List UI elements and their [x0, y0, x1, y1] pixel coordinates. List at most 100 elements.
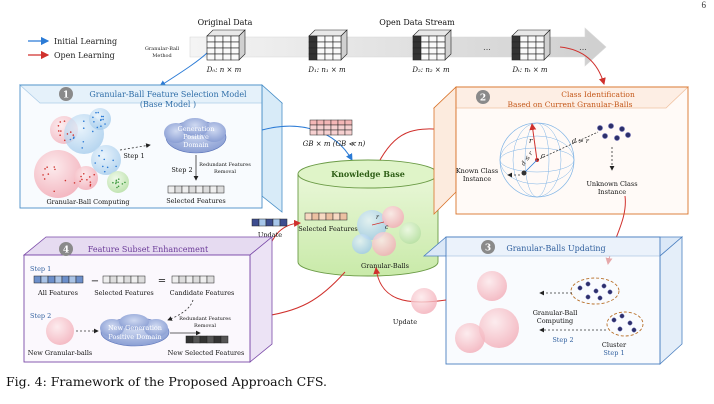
cube-cell	[316, 35, 326, 43]
box-1-positive-domain-cloud	[164, 118, 227, 154]
gb-point	[82, 127, 85, 129]
feature-cell	[181, 185, 190, 194]
matrix-cell	[316, 124, 325, 131]
cube-cell	[324, 47, 334, 55]
cube-cell	[316, 41, 326, 49]
gb-point	[100, 115, 103, 118]
gb-point	[103, 158, 106, 161]
cube-cell	[436, 41, 446, 49]
box-1-cloud-line3: Domain	[183, 141, 208, 149]
box-4-step2-label: Step 2	[30, 312, 51, 320]
feature-cell	[61, 275, 70, 284]
cube-cell	[511, 41, 521, 49]
box-2-front-face	[455, 86, 689, 215]
box-1-side-face	[261, 84, 283, 213]
feature-cell	[199, 275, 208, 284]
cube-cell	[214, 35, 224, 43]
gb-point	[82, 172, 85, 175]
box-3-gb-computing-line2: Computing	[537, 317, 573, 325]
box-1-subtitle: (Base Model )	[140, 100, 196, 109]
box-4-number: 4	[63, 246, 69, 256]
feature-cell	[75, 275, 84, 284]
matrix-cell	[309, 129, 318, 136]
feature-cell	[251, 218, 260, 227]
cube-cell	[332, 53, 342, 61]
gb-point	[121, 183, 124, 185]
matrix-cell	[330, 129, 339, 136]
cube-cell	[412, 53, 422, 61]
box-4-all-features-bar	[33, 275, 84, 284]
box-3-granular-balls-updating: 3 Granular-Balls Updating Granular-Ball …	[422, 236, 684, 365]
cluster-point	[631, 327, 637, 333]
feature-cell	[171, 275, 180, 284]
gb-point	[115, 165, 117, 168]
gb-point	[94, 162, 97, 164]
kb-c-label: c	[385, 224, 389, 231]
box-2-unknown-line1: Unknown Class	[586, 180, 637, 188]
matrix-cell	[337, 129, 346, 136]
gb-point	[96, 126, 99, 129]
cube-cell	[519, 35, 529, 43]
feature-cell	[137, 275, 146, 284]
cube-cell	[535, 35, 545, 43]
box-3-title: Granular-Balls Updating	[506, 244, 605, 253]
gb-method-line2: Method	[152, 53, 172, 59]
box-1-gb-computing-label: Granular-Ball Computing	[46, 198, 129, 206]
d2-label: D₂: n₂ × m	[411, 66, 450, 74]
matrix-cell	[316, 129, 325, 136]
cube-cell	[519, 47, 529, 55]
unknown-point	[597, 125, 603, 131]
gb-point	[81, 178, 83, 181]
kb-gb-matrix-label: GB × m (GB ≪ n)	[303, 140, 366, 148]
gb-point	[98, 154, 100, 157]
box-4-cloud-line1: New Generation	[108, 324, 162, 332]
box-4-title: Feature Subset Enhancement	[88, 245, 209, 254]
feature-cell	[109, 275, 118, 284]
box-4-all-features-label: All Features	[37, 289, 78, 297]
cube-cell	[527, 41, 537, 49]
gb-method-arrow	[159, 51, 209, 87]
gb-point	[63, 139, 66, 142]
feature-cell	[185, 335, 194, 344]
cube-cell	[222, 53, 232, 61]
gb-point	[115, 179, 118, 182]
cube-cell	[535, 53, 545, 61]
original-data-title: Original Data	[198, 18, 253, 27]
feature-cell	[195, 185, 204, 194]
box-2-d-gt-label: d > r	[572, 137, 590, 145]
gb-point	[57, 124, 60, 127]
feature-cell	[174, 185, 183, 194]
cube-cell	[316, 47, 326, 55]
gb-point	[112, 181, 114, 184]
cube-cell	[206, 47, 216, 55]
cube-cell	[332, 41, 342, 49]
gb-point	[101, 149, 103, 152]
feature-cell	[116, 275, 125, 284]
cube-cell	[230, 47, 240, 55]
cube-cell	[206, 35, 216, 43]
feature-cell	[33, 275, 42, 284]
stream-ellipsis-1: ...	[483, 43, 491, 52]
box-2-number: 2	[480, 94, 486, 104]
feature-cell	[209, 185, 218, 194]
gb-point	[43, 178, 46, 180]
feature-cell	[123, 275, 132, 284]
box-1-step2-label: Step 2	[171, 166, 192, 174]
box-2-wire-sphere	[499, 122, 575, 198]
matrix-cell	[323, 129, 332, 136]
cube-top	[511, 29, 551, 37]
dt-label: Dₜ: nₜ × m	[511, 66, 547, 74]
feature-cell	[258, 218, 267, 227]
box-4-candidate-features-label: Candidate Features	[170, 289, 235, 297]
feature-cell	[178, 275, 187, 284]
matrix-cell	[344, 119, 353, 126]
feature-cell	[279, 218, 288, 227]
box-3-number: 3	[485, 244, 491, 254]
box-1-step1-label: Step 1	[123, 152, 144, 160]
unknown-point	[625, 132, 631, 138]
figure-caption: Fig. 4: Framework of the Proposed Approa…	[6, 374, 327, 389]
box-4-selected-features-bar	[102, 275, 146, 284]
cube-cell	[316, 53, 326, 61]
cluster-point	[619, 313, 625, 319]
